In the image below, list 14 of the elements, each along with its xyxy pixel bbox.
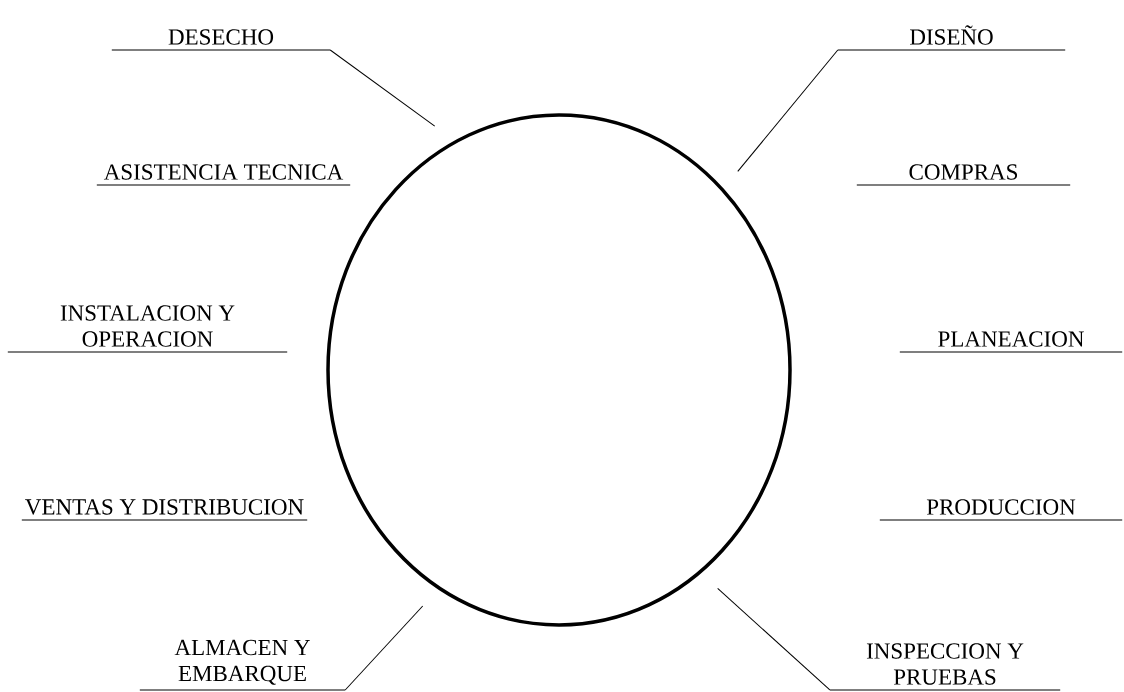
leader-line	[344, 605, 424, 691]
underlined-label: INSPECCION Y PRUEBAS	[829, 643, 1061, 691]
leader-line	[737, 49, 839, 172]
leader-line	[717, 587, 831, 691]
underlined-label: COMPRAS	[856, 164, 1071, 186]
underlined-label: DISEÑO	[837, 25, 1066, 51]
underlined-label: ASISTENCIA TECNICA	[96, 164, 351, 186]
underlined-label: PLANEACION	[899, 331, 1123, 353]
underlined-label: INSTALACION Y OPERACION	[7, 305, 288, 353]
underlined-label: DESECHO	[111, 29, 331, 51]
leader-line	[329, 49, 436, 127]
underlined-label: ALMACEN Y EMBARQUE	[139, 639, 346, 691]
underlined-label: VENTAS Y DISTRIBUCION	[21, 499, 308, 521]
underlined-label: PRODUCCION	[879, 499, 1123, 521]
